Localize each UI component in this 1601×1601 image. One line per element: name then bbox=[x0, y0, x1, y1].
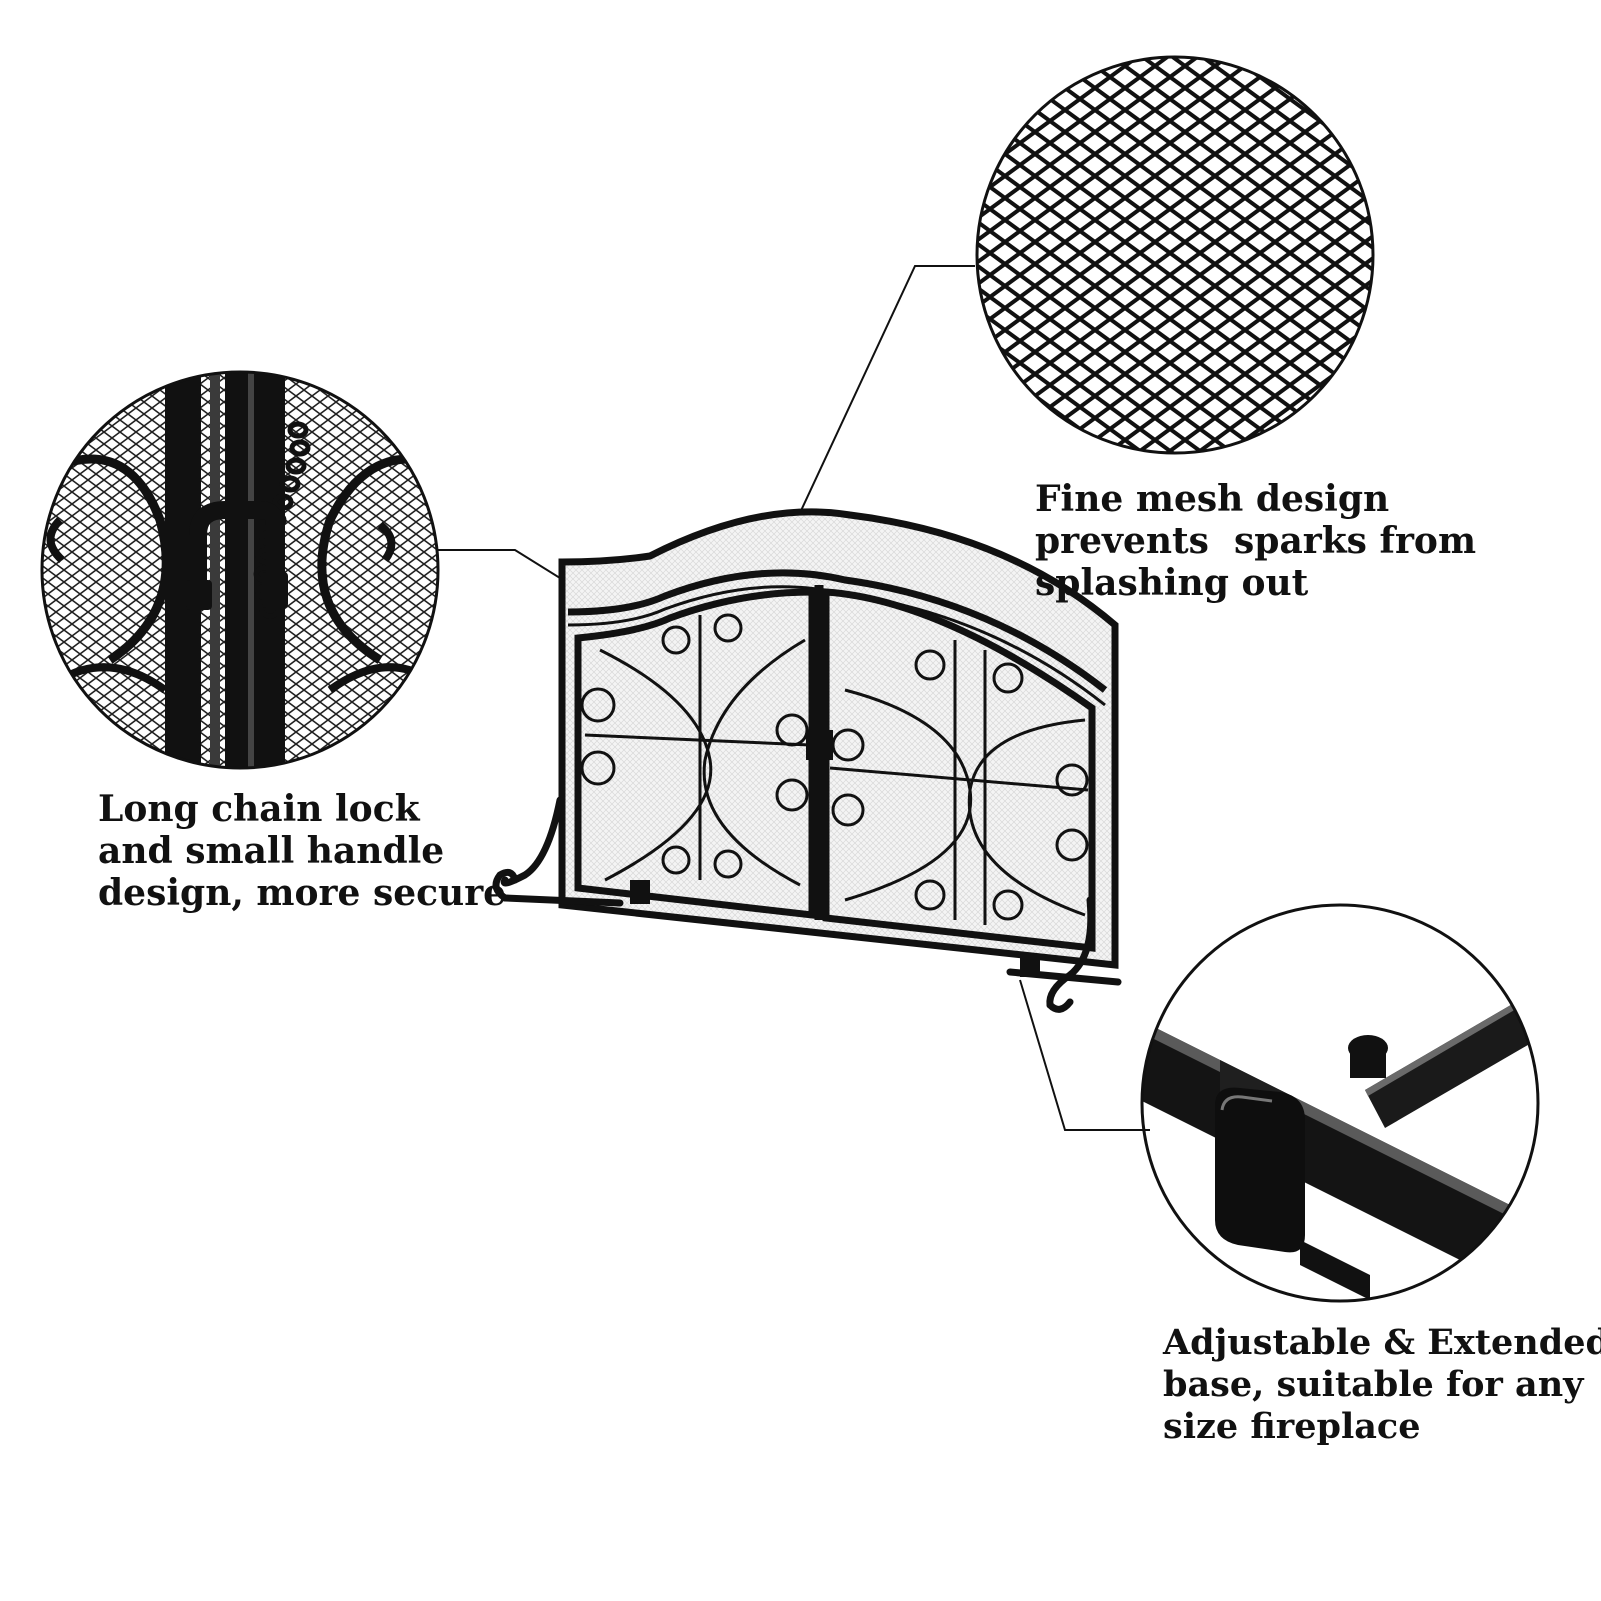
mesh-caption-line-2: prevents sparks from bbox=[1035, 520, 1477, 562]
base-caption-line-3: size fireplace bbox=[1163, 1406, 1421, 1447]
base-caption: Adjustable & Extended base, suitable for… bbox=[1163, 1322, 1601, 1448]
mesh-caption: Fine mesh design prevents sparks from sp… bbox=[1035, 478, 1476, 604]
mesh-leader-line bbox=[784, 265, 975, 546]
base-leader-line bbox=[1019, 979, 1150, 1131]
lock-caption-line-1: Long chain lock bbox=[98, 788, 420, 830]
lock-caption-line-2: and small handle bbox=[98, 830, 445, 872]
mesh-caption-line-1: Fine mesh design bbox=[1035, 478, 1390, 520]
lock-caption-line-3: design, more secure bbox=[98, 872, 507, 914]
base-caption-line-2: base, suitable for any bbox=[1163, 1364, 1584, 1405]
base-caption-line-1: Adjustable & Extended bbox=[1163, 1322, 1601, 1363]
mesh-closeup-icon bbox=[975, 55, 1375, 455]
fireplace-screen-icon bbox=[492, 508, 1122, 1013]
mesh-caption-line-3: splashing out bbox=[1035, 562, 1309, 604]
lock-caption: Long chain lock and small handle design,… bbox=[98, 788, 506, 914]
base-foot-closeup-icon bbox=[1140, 903, 1540, 1303]
chain-lock-closeup-icon bbox=[40, 370, 440, 770]
